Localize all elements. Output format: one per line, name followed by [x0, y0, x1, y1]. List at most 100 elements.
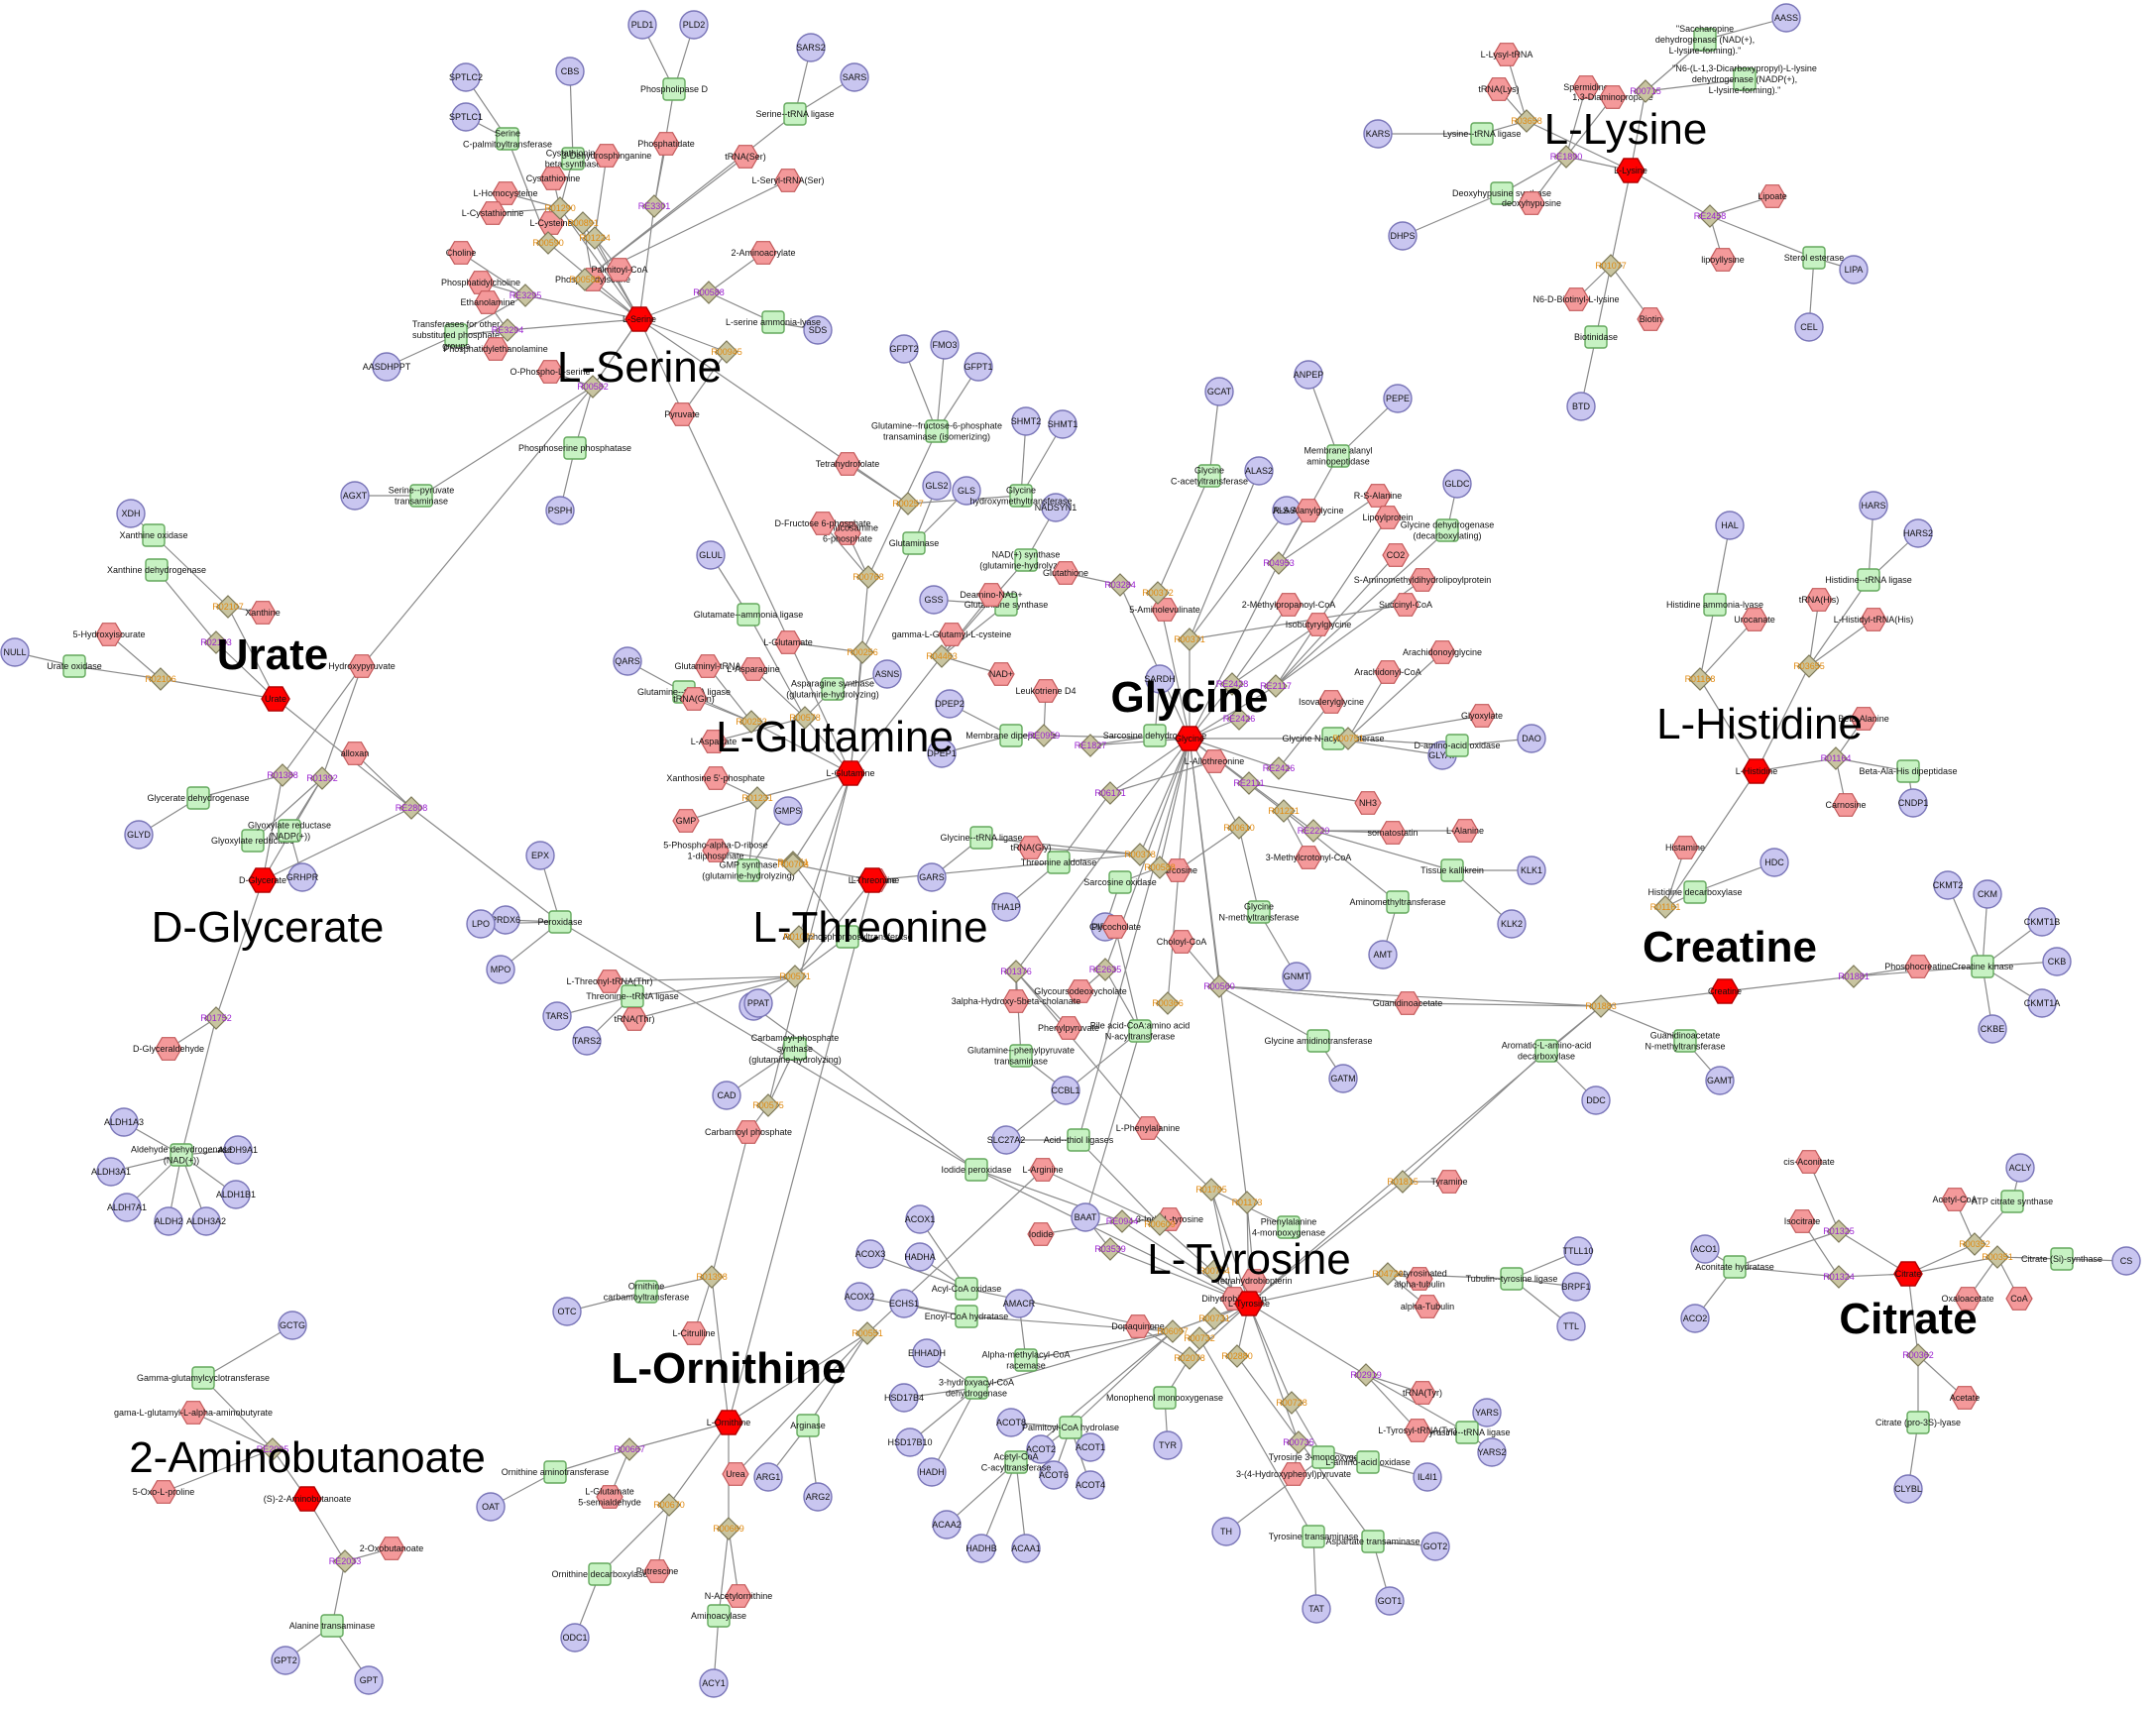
metabolite-node[interactable]: L-Tyrosyl-tRNA(Tyr) [1378, 1419, 1457, 1442]
gene-node[interactable]: DDC [1581, 1085, 1611, 1115]
reaction-node[interactable]: R02919 [1350, 1363, 1382, 1387]
enzyme-node[interactable]: Aldehyde dehydrogenase(NAD(+)) [131, 1143, 232, 1167]
gene-node[interactable]: GLS [952, 476, 981, 506]
metabolite-node[interactable]: Ethanolamine [460, 290, 515, 314]
gene-node[interactable]: PEPE [1383, 384, 1413, 413]
metabolite-node[interactable]: tRNA(Ser) [725, 145, 766, 169]
gene-node[interactable]: GFPT2 [889, 334, 919, 364]
reaction-node[interactable]: R01883 [1585, 994, 1617, 1018]
reaction-node[interactable]: R00735 [1283, 1430, 1314, 1454]
enzyme-node[interactable]: Palmitoyl-CoA hydrolase [1022, 1416, 1119, 1439]
gene-node[interactable]: SHMT1 [1048, 409, 1078, 439]
metabolite-node[interactable]: L-Aspartate [691, 730, 738, 753]
reaction-node[interactable]: R00582 [577, 375, 609, 399]
reaction-node[interactable]: R00378 [1124, 843, 1156, 866]
reaction-node[interactable]: R00728 [1276, 1391, 1307, 1415]
metabolite-node[interactable]: Leukotriene D4 [1015, 679, 1077, 703]
gene-node[interactable]: GRHPR [286, 862, 319, 892]
reaction-node[interactable]: R00609 [1144, 1212, 1176, 1236]
gene-node[interactable]: GFPT1 [964, 352, 993, 382]
gene-node[interactable]: ALDH1A3 [104, 1107, 144, 1137]
gene-node[interactable]: THA1P [991, 892, 1021, 922]
gene-node[interactable]: YARS2 [1477, 1437, 1507, 1467]
metabolite-node[interactable]: Palmitoyl-CoA [591, 258, 648, 282]
reaction-node[interactable]: R01221 [1268, 799, 1300, 823]
gene-node[interactable]: HSD17B10 [887, 1427, 933, 1457]
gene-node[interactable]: DAO [1517, 724, 1546, 753]
reaction-node[interactable]: R01398 [696, 1265, 728, 1289]
enzyme-node[interactable]: Xanthine oxidase [119, 523, 188, 547]
enzyme-node[interactable]: Acid--thiol ligases [1044, 1128, 1114, 1152]
gene-node[interactable]: GAMT [1705, 1066, 1735, 1095]
metabolite-node[interactable]: L-Glutamate [763, 630, 813, 654]
gene-node[interactable]: PSPH [545, 496, 575, 525]
metabolite-node[interactable]: Putrescine [636, 1559, 679, 1583]
gene-node[interactable]: CKMT1B [2024, 907, 2061, 937]
gene-node[interactable]: ALAS1 [1272, 496, 1302, 525]
reaction-node[interactable]: R00551 [851, 1321, 883, 1345]
metabolite-node[interactable]: NH3 [1354, 791, 1382, 815]
gene-node[interactable]: GCAT [1204, 377, 1234, 406]
metabolite-node[interactable]: Cystathionine [526, 167, 581, 190]
metabolite-node[interactable]: Deamino-NAD+ [960, 583, 1023, 607]
enzyme-node[interactable]: Monophenol monooxygenase [1106, 1386, 1223, 1410]
gene-node[interactable]: ANPEP [1294, 360, 1324, 390]
reaction-node[interactable]: RE0944 [1106, 1209, 1139, 1233]
gene-node[interactable]: CBS [555, 57, 585, 86]
metabolite-node[interactable]: Lipoylprotein [1362, 506, 1414, 529]
metabolite-node[interactable]: L-Lysyl-tRNA [1481, 43, 1533, 66]
enzyme-node[interactable]: Glycine dehydrogenase(decarboxylating) [1401, 518, 1495, 542]
gene-node[interactable]: TARS [542, 1001, 572, 1031]
reaction-node[interactable]: R04463 [926, 644, 958, 668]
metabolite-node[interactable]: L-Threonyl-tRNA(Thr) [566, 970, 653, 993]
metabolite-node[interactable]: Histamine [1665, 836, 1705, 859]
metabolite-node[interactable]: alpha-Tubulin [1401, 1295, 1454, 1318]
enzyme-node[interactable]: Xanthine dehydrogenase [107, 558, 206, 582]
metabolite-node[interactable]: Beta-Alanine [1838, 707, 1889, 731]
reaction-node[interactable]: RE2428 [1216, 672, 1249, 696]
metabolite-node[interactable]: 5-Aminolevulinate [1129, 598, 1200, 622]
gene-node[interactable]: GOT1 [1375, 1586, 1405, 1616]
enzyme-node[interactable]: Tyrosine--tRNA ligase [1423, 1421, 1511, 1444]
gene-node[interactable]: HDC [1759, 848, 1789, 877]
gene-node[interactable]: GCTG [278, 1311, 307, 1340]
hub-node[interactable]: Urate [261, 686, 290, 712]
enzyme-node[interactable]: Enoyl-CoA hydratase [925, 1305, 1009, 1328]
gene-node[interactable]: CCBL1 [1051, 1076, 1080, 1105]
enzyme-node[interactable]: Membrane dipeptidase [965, 724, 1057, 747]
reaction-node[interactable]: R00734 [1198, 1259, 1230, 1283]
enzyme-node[interactable]: Deoxyhypusine synthase [1452, 181, 1551, 205]
gene-node[interactable]: CKB [2042, 947, 2072, 976]
gene-node[interactable]: ACOX2 [845, 1282, 875, 1312]
enzyme-node[interactable]: Glutaminase [889, 531, 940, 555]
enzyme-node[interactable]: Arginase [790, 1414, 826, 1437]
reaction-node[interactable]: R01881 [1838, 965, 1870, 988]
reaction-node[interactable]: R01290 [544, 196, 576, 220]
hub-node[interactable]: L-Lysine [1614, 158, 1647, 183]
gene-node[interactable]: SARS2 [796, 33, 826, 62]
gene-node[interactable]: GOT2 [1420, 1532, 1450, 1561]
reaction-node[interactable]: R00588 [693, 281, 725, 304]
gene-node[interactable]: ACOT8 [996, 1408, 1026, 1437]
metabolite-node[interactable]: lipoyllysine [1701, 248, 1745, 272]
gene-node[interactable]: OTC [552, 1297, 582, 1326]
gene-node[interactable]: ARG2 [803, 1482, 833, 1512]
metabolite-node[interactable]: tRNA(His) [1799, 588, 1840, 612]
gene-node[interactable]: SDS [803, 315, 833, 345]
enzyme-node[interactable]: GMP synthase(glutamine-hydrolyzing) [702, 858, 795, 882]
reaction-node[interactable]: R01072 [783, 925, 815, 949]
enzyme-node[interactable]: Glycine amidinotransferase [1264, 1029, 1373, 1053]
gene-node[interactable]: KLK1 [1517, 856, 1546, 885]
reaction-node[interactable]: R00351 [1982, 1245, 2013, 1269]
gene-node[interactable]: HADHA [904, 1242, 936, 1272]
